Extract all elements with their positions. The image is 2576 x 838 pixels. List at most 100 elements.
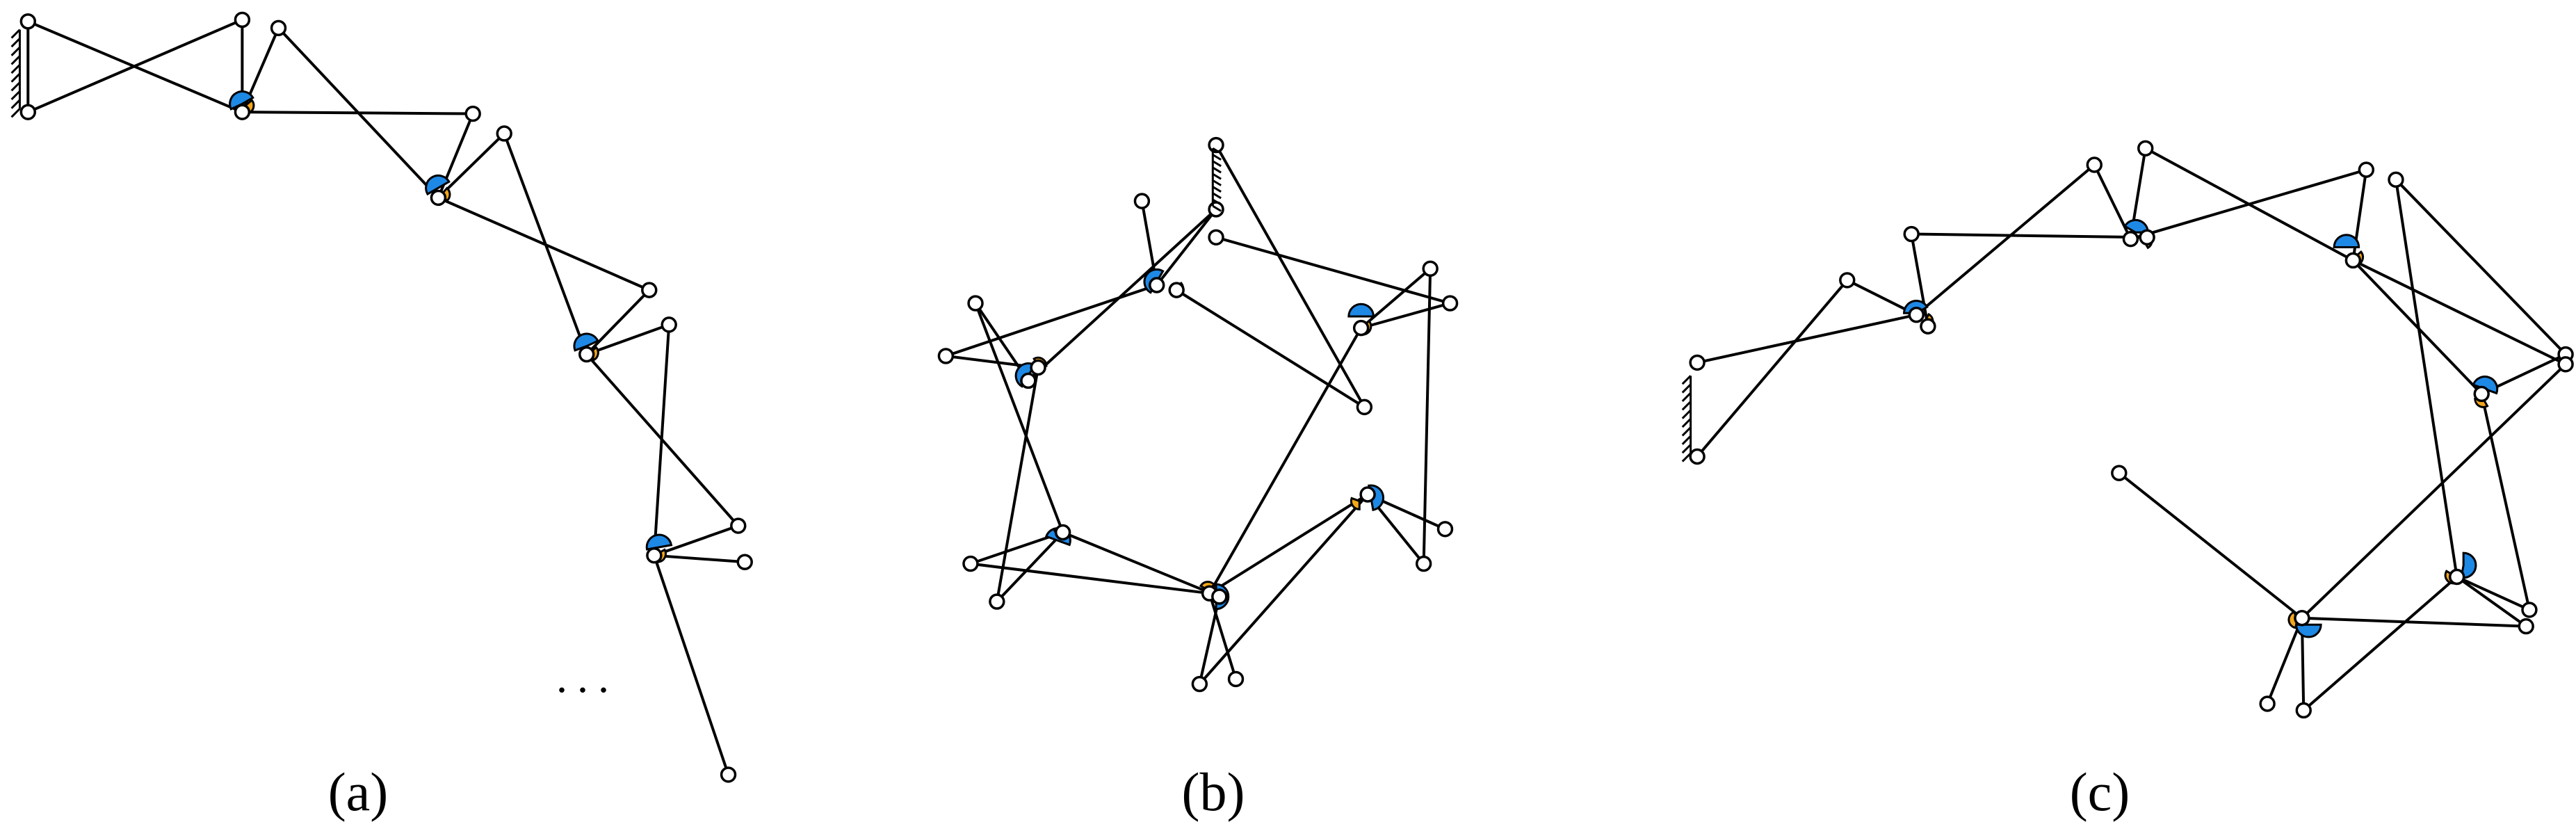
panel-a-ground-hatch-4	[10, 64, 21, 74]
panel-a-joint-14	[720, 766, 737, 783]
panel-a-ground-hatch-8	[10, 99, 21, 109]
panel-c-joint-15	[2473, 385, 2490, 403]
panel-c-joint-21	[2259, 695, 2276, 712]
panel-c-joint-22	[2295, 702, 2312, 719]
panel-c-joint-10	[2358, 161, 2375, 178]
panel-b-link-10	[1208, 326, 1363, 595]
panel-a-link-14	[652, 323, 671, 557]
panel-a-link-10	[503, 131, 588, 356]
panel-a-joint-7	[496, 125, 512, 142]
panel-a-link-17	[652, 554, 730, 776]
panel-b-ground-hatch-4	[1212, 172, 1222, 180]
panel-a-joint-13	[736, 554, 753, 570]
panel-c-link-6	[2093, 163, 2132, 241]
panel-b-link-21	[995, 531, 1064, 604]
panel-a-ground-hatch-6	[10, 81, 21, 92]
panel-a-joint-0	[19, 13, 36, 30]
panel-a-ground-hatch-5	[10, 72, 21, 83]
panel-c-curled-chain	[1681, 140, 2574, 719]
panel-a-ground-hatch-9	[10, 108, 21, 118]
panel-b-joint-13	[1020, 372, 1037, 389]
panel-a-link-8	[437, 131, 506, 200]
panel-b-ground-hatch-9	[1212, 204, 1222, 212]
panel-c-link-22	[2266, 616, 2303, 705]
panel-b-link-3	[1215, 236, 1452, 305]
panel-b-link-8	[1359, 302, 1452, 330]
panel-c-ground-hatch-6	[1681, 426, 1692, 437]
caption-b: (b)	[1181, 762, 1245, 822]
panel-a-joint-angle-marker-2	[573, 332, 599, 352]
panel-c-joint-0	[1689, 354, 1706, 371]
panel-b-joint-8	[1441, 295, 1459, 312]
panel-b-closed-ring	[937, 136, 1459, 693]
panel-b-link-23	[1198, 595, 1221, 686]
panel-a-link-12	[585, 323, 671, 356]
panel-c-ground-hatch-8	[1681, 444, 1692, 454]
panel-c-link-18	[2455, 575, 2531, 611]
panel-b-link-14	[995, 366, 1040, 604]
panel-b-link-6	[944, 284, 1158, 357]
panel-c-joint-2	[1839, 272, 1856, 289]
panel-b-ground-hatch-8	[1212, 198, 1222, 206]
panel-c-joint-4	[1908, 306, 1925, 323]
panel-b-link-22	[1208, 592, 1238, 681]
panel-b-joint-7	[1422, 260, 1439, 277]
panel-b-joint-21	[1211, 588, 1228, 605]
panel-a-link-11	[585, 289, 651, 356]
panel-c-ground-hatch-4	[1681, 409, 1692, 419]
panel-c-joint-12	[2344, 252, 2362, 269]
panel-b-joint-2	[1208, 229, 1224, 245]
panel-a-ground-hatch-0	[10, 29, 21, 39]
panel-c-link-21	[2300, 616, 2528, 628]
panel-b-ground-hatch-2	[1212, 160, 1222, 168]
panel-b-joint-22	[1191, 675, 1208, 693]
panel-b-ground-hatch-7	[1212, 192, 1222, 200]
panel-b-link-24	[1208, 493, 1370, 595]
panel-c-joint-16	[2448, 568, 2465, 586]
panel-b-joint-14	[1359, 486, 1376, 503]
panel-b-link-5	[1175, 289, 1366, 409]
panel-c-link-0	[1696, 313, 1918, 364]
panel-b-link-1	[1155, 207, 1218, 287]
panel-a-joint-8	[641, 282, 658, 298]
panel-b-joint-10	[967, 295, 984, 312]
panel-a-joint-10	[661, 316, 677, 333]
panel-c-joint-5	[1920, 318, 1936, 335]
panel-b-link-20	[969, 562, 1211, 595]
panel-c-ground-hatch-7	[1681, 435, 1692, 445]
panel-a-joint-5	[464, 105, 481, 122]
panel-b-joint-4	[1149, 277, 1165, 293]
panel-c-joint-19	[2111, 465, 2128, 481]
panel-b-joint-19	[989, 593, 1005, 610]
panel-b-joint-17	[1054, 524, 1071, 541]
panel-c-link-17	[2300, 362, 2568, 620]
panel-c-ground-hatch-1	[1681, 383, 1692, 394]
panel-a-joint-11	[730, 517, 747, 534]
panel-a-ground-hatch-7	[10, 90, 21, 101]
panel-a-link-9	[437, 196, 651, 292]
panel-a-joint-angle-marker-3	[645, 533, 673, 551]
panel-c-ground-hatch-5	[1681, 418, 1692, 428]
panel-b-ground-hatch-3	[1212, 166, 1222, 174]
panel-c-joint-20	[2294, 610, 2310, 627]
panel-a-ground-hatch-1	[10, 38, 21, 48]
panel-b-joint-11	[937, 348, 955, 364]
panel-a-joint-12	[646, 547, 663, 564]
panel-c-link-1	[1696, 278, 1849, 458]
panel-c-joint-3	[1903, 225, 1920, 243]
panel-c-link-16	[2480, 392, 2531, 611]
panel-b-joint-16	[1415, 555, 1432, 572]
panel-b-link-13	[974, 302, 1064, 534]
panel-a-link-1	[26, 18, 244, 114]
panel-a-joint-4	[270, 19, 287, 36]
panel-b-link-0	[1215, 143, 1366, 409]
panel-c-joint-17	[2521, 602, 2538, 618]
continuation-ellipsis: ...	[556, 652, 619, 702]
panel-c-link-20	[2117, 472, 2303, 620]
panel-b-joint-6	[1356, 398, 1373, 416]
panel-c-link-19	[2455, 575, 2528, 628]
panel-c-link-4	[1910, 232, 2149, 239]
panel-c-joint-18	[2518, 618, 2534, 635]
